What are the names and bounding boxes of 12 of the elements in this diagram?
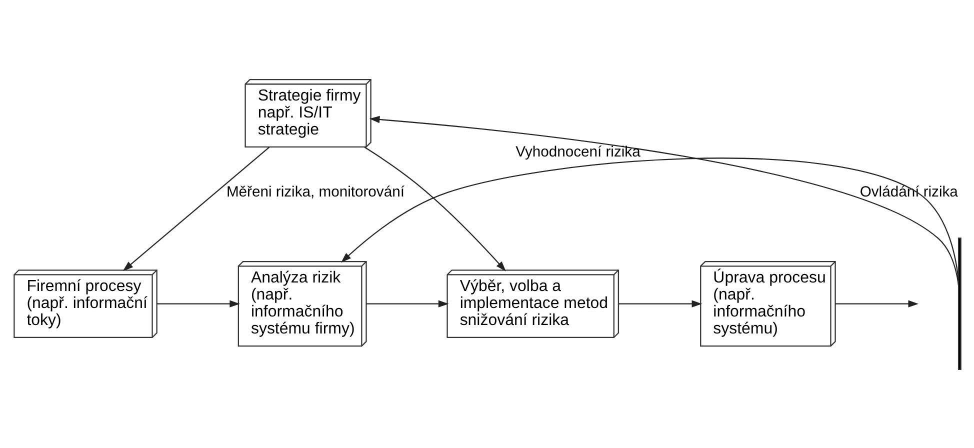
- node-bar: [957, 237, 961, 370]
- arrow: [618, 300, 702, 307]
- arrow: [366, 300, 448, 307]
- arrow: [122, 146, 270, 271]
- arrow: [364, 146, 506, 271]
- edge-label: Ovládání rizika: [859, 184, 958, 200]
- arrow: [156, 300, 240, 307]
- arrow: [834, 300, 918, 307]
- edge-label: Vyhodnocení rizika: [515, 144, 640, 160]
- arrow: [340, 157, 959, 280]
- arrow: [368, 115, 959, 285]
- edge-label: Měřeni rizika, monitorování: [226, 184, 404, 200]
